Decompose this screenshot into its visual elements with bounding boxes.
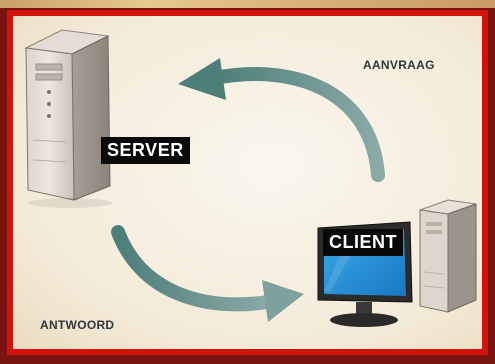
top-border-strip bbox=[0, 0, 495, 8]
response-arrow-icon bbox=[111, 225, 304, 322]
request-arrow-icon bbox=[178, 58, 385, 182]
desktop-computer-icon bbox=[317, 199, 477, 327]
client-label: CLIENT bbox=[323, 229, 403, 256]
server-tower-icon bbox=[24, 29, 112, 208]
server-label: SERVER bbox=[101, 137, 190, 164]
request-label: AANVRAAG bbox=[363, 58, 435, 72]
response-label: ANTWOORD bbox=[40, 318, 115, 332]
